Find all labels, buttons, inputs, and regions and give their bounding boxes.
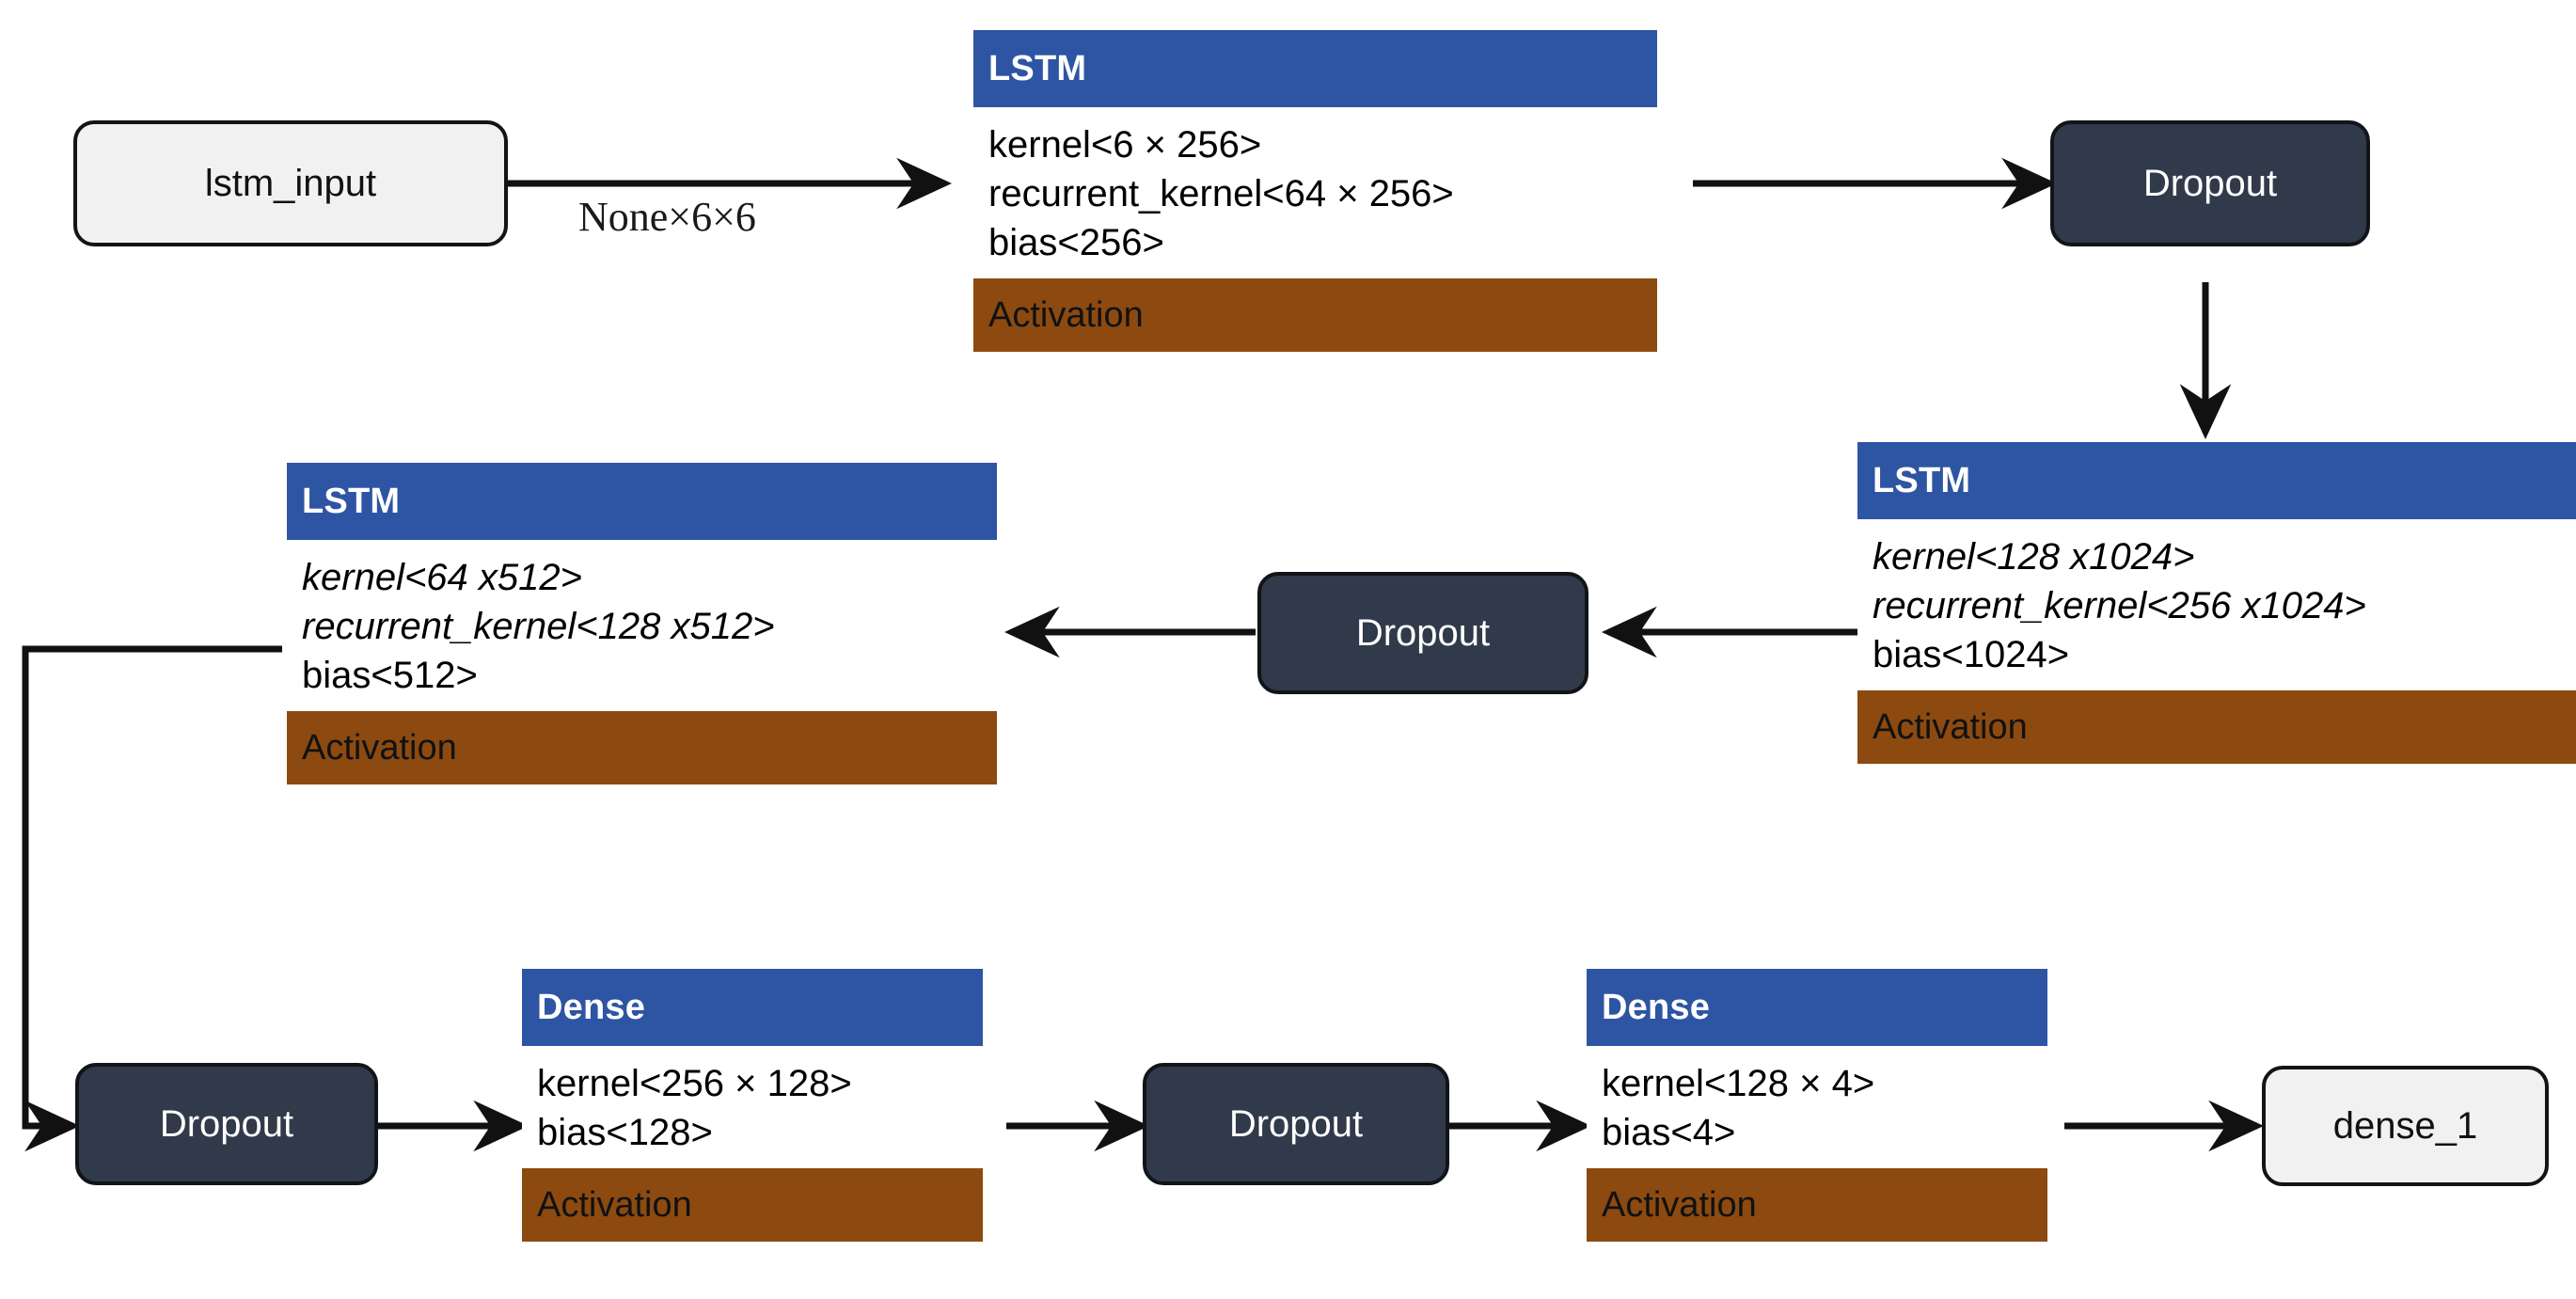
param-recurrent-kernel: recurrent_kernel<128 x512> bbox=[302, 606, 775, 647]
param-kernel: kernel<64 x512> bbox=[302, 557, 583, 598]
node-dropout-1[interactable]: Dropout bbox=[2050, 120, 2370, 246]
block-dense-b-activation: Activation bbox=[1587, 1168, 2047, 1242]
param-bias: bias<128> bbox=[537, 1112, 713, 1153]
edge-lstm3-to-dropout3 bbox=[22, 645, 282, 1152]
block-lstm-2-activation: Activation bbox=[1857, 690, 2576, 764]
param-recurrent-kernel: recurrent_kernel<64 × 256> bbox=[988, 173, 1454, 214]
block-dense-b-header: Dense bbox=[1587, 969, 2047, 1046]
param-bias: bias<256> bbox=[988, 222, 1164, 263]
node-lstm-input[interactable]: lstm_input bbox=[73, 120, 508, 246]
param-kernel: kernel<128 × 4> bbox=[1602, 1063, 1875, 1104]
param-bias: bias<512> bbox=[302, 655, 478, 696]
node-dropout-3[interactable]: Dropout bbox=[75, 1063, 378, 1185]
node-dropout-2-label: Dropout bbox=[1355, 611, 1491, 654]
param-kernel: kernel<128 x1024> bbox=[1873, 536, 2195, 578]
node-lstm-input-label: lstm_input bbox=[204, 162, 377, 204]
block-lstm-1-header: LSTM bbox=[973, 30, 1657, 107]
block-lstm-2-header: LSTM bbox=[1857, 442, 2576, 519]
block-dense-b-body: kernel<128 × 4> bias<4> bbox=[1587, 1046, 2047, 1168]
node-dropout-1-label: Dropout bbox=[2142, 162, 2278, 204]
block-lstm-1[interactable]: LSTM kernel<6 × 256> recurrent_kernel<64… bbox=[973, 30, 1657, 352]
node-dropout-3-label: Dropout bbox=[159, 1102, 294, 1145]
node-dense-1-label: dense_1 bbox=[2332, 1104, 2478, 1147]
block-lstm-2-body: kernel<128 x1024> recurrent_kernel<256 x… bbox=[1857, 519, 2576, 690]
block-lstm-2[interactable]: LSTM kernel<128 x1024> recurrent_kernel<… bbox=[1857, 442, 2576, 764]
param-bias: bias<4> bbox=[1602, 1112, 1736, 1153]
param-bias: bias<1024> bbox=[1873, 634, 2070, 675]
node-dropout-4-label: Dropout bbox=[1228, 1102, 1364, 1145]
block-dense-a-body: kernel<256 × 128> bias<128> bbox=[522, 1046, 983, 1168]
param-recurrent-kernel: recurrent_kernel<256 x1024> bbox=[1873, 585, 2366, 626]
block-dense-a-header: Dense bbox=[522, 969, 983, 1046]
block-lstm-3[interactable]: LSTM kernel<64 x512> recurrent_kernel<12… bbox=[287, 463, 997, 784]
node-dense-1[interactable]: dense_1 bbox=[2262, 1066, 2549, 1186]
block-lstm-1-body: kernel<6 × 256> recurrent_kernel<64 × 25… bbox=[973, 107, 1657, 278]
node-dropout-4[interactable]: Dropout bbox=[1143, 1063, 1449, 1185]
block-dense-a-activation: Activation bbox=[522, 1168, 983, 1242]
block-lstm-3-activation: Activation bbox=[287, 711, 997, 784]
param-kernel: kernel<256 × 128> bbox=[537, 1063, 852, 1104]
block-lstm-1-activation: Activation bbox=[973, 278, 1657, 352]
block-lstm-3-header: LSTM bbox=[287, 463, 997, 540]
param-kernel: kernel<6 × 256> bbox=[988, 124, 1262, 166]
block-dense-a[interactable]: Dense kernel<256 × 128> bias<128> Activa… bbox=[522, 969, 983, 1242]
block-lstm-3-body: kernel<64 x512> recurrent_kernel<128 x51… bbox=[287, 540, 997, 711]
edge-label-input-shape: None×6×6 bbox=[578, 194, 756, 240]
node-dropout-2[interactable]: Dropout bbox=[1257, 572, 1588, 694]
block-dense-b[interactable]: Dense kernel<128 × 4> bias<4> Activation bbox=[1587, 969, 2047, 1242]
